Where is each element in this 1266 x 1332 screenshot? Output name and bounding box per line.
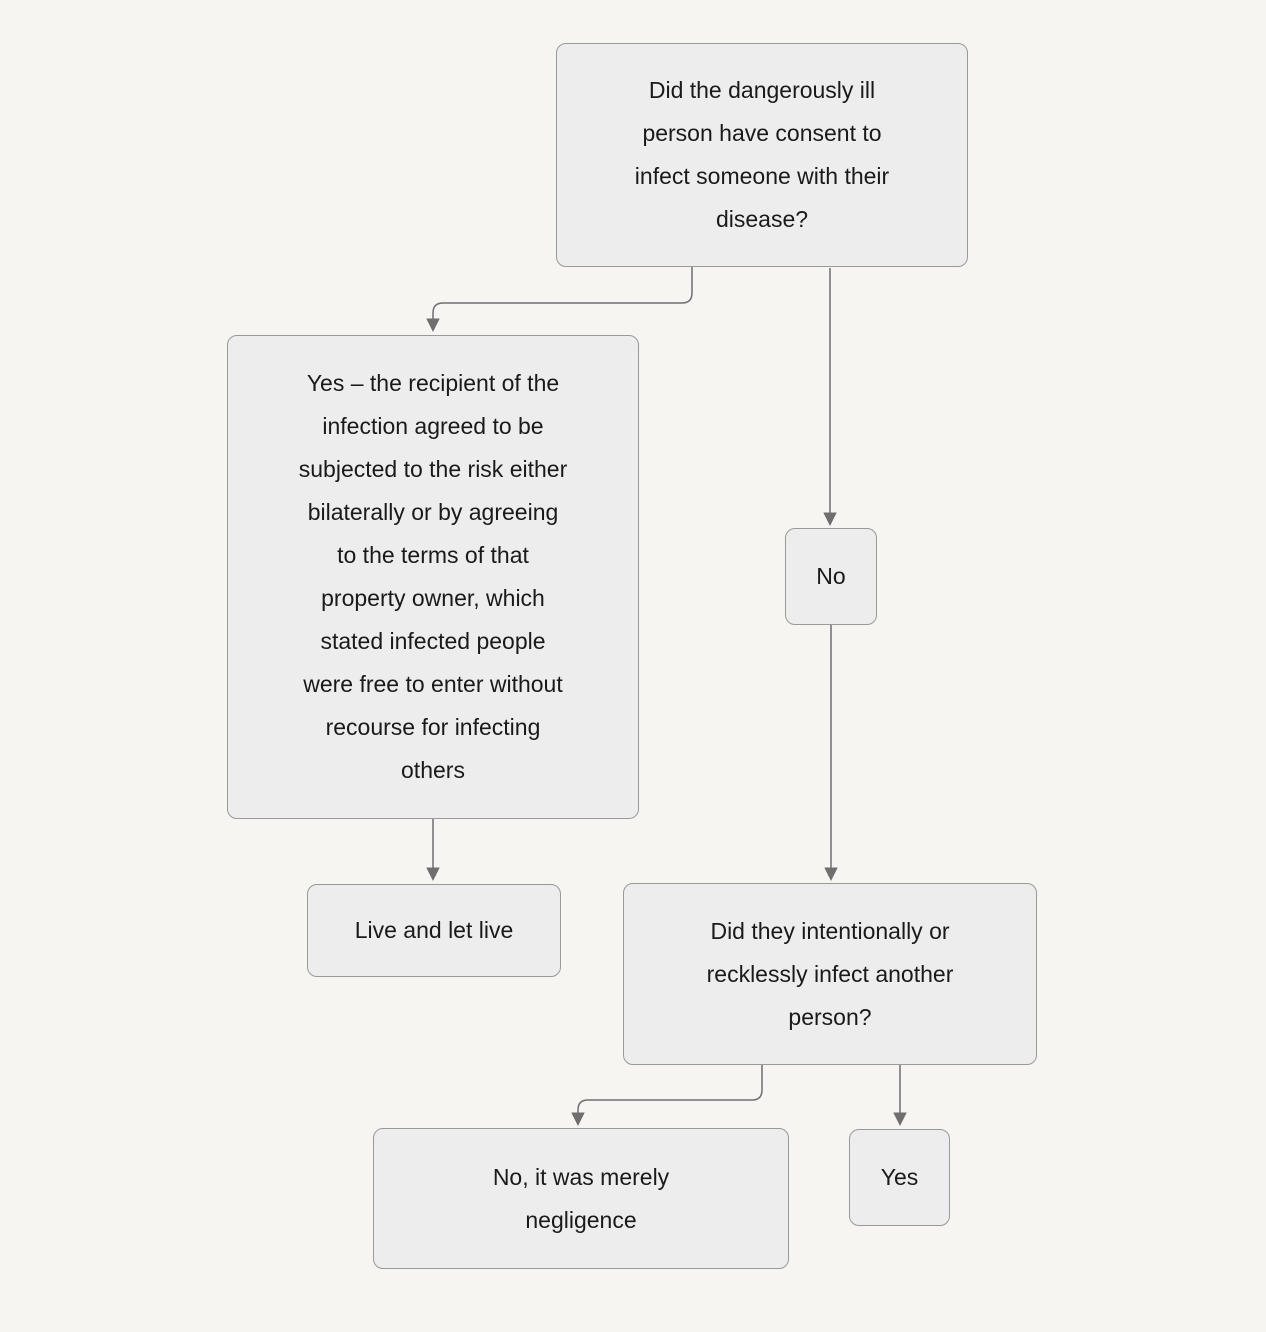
edge-consent-to-consented — [426, 267, 693, 333]
node-yes: Yes — [849, 1129, 950, 1226]
node-yes-label: Yes — [880, 1164, 919, 1190]
node-live-and-let-live-label: Live and let live — [354, 917, 514, 943]
node-yes-consented-label: Yes – the recipient of the infection agr… — [298, 370, 568, 783]
node-consent-question-label: Did the dangerously ill person have cons… — [634, 77, 890, 232]
node-yes-consented: Yes – the recipient of the infection agr… — [227, 335, 639, 819]
node-negligence: No, it was merely negligence — [373, 1128, 789, 1269]
node-live-and-let-live: Live and let live — [307, 884, 561, 977]
node-no: No — [785, 528, 877, 625]
node-no-label: No — [816, 563, 846, 589]
node-consent-question: Did the dangerously ill person have cons… — [556, 43, 968, 267]
node-intent-question: Did they intentionally or recklessly inf… — [623, 883, 1037, 1065]
edge-intent-to-negligence — [571, 1065, 763, 1127]
node-negligence-label: No, it was merely negligence — [492, 1163, 670, 1233]
node-intent-question-label: Did they intentionally or recklessly inf… — [706, 917, 954, 1030]
